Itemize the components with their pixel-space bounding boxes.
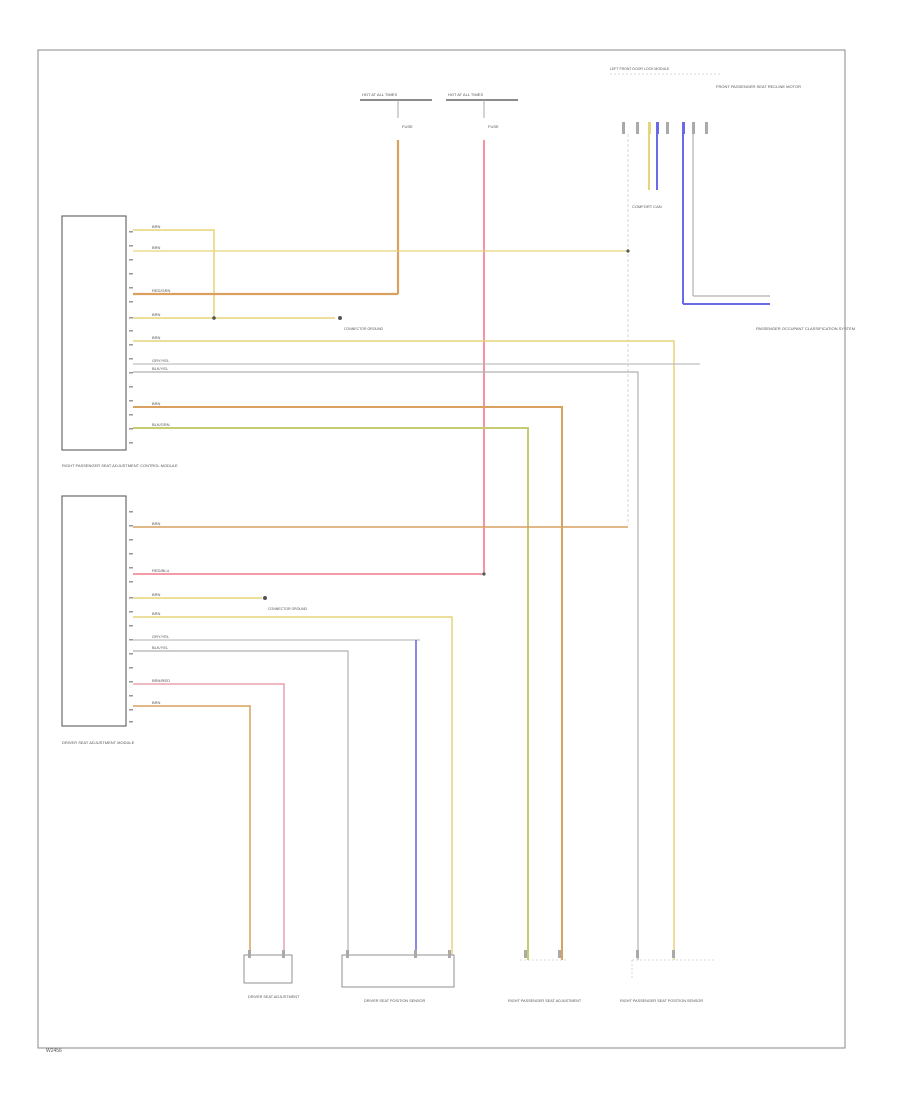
module-upper-label: RIGHT PASSENGER SEAT ADJUSTMENT CONTROL …: [62, 463, 178, 468]
wire-w2-label: BRN: [152, 245, 161, 250]
wire-w17: [133, 705, 251, 960]
fuse2-label: HOT AT ALL TIMES: [448, 92, 483, 97]
wire-w13: [133, 616, 453, 960]
right-mid-title: PASSENGER OCCUPANT CLASSIFICATION SYSTEM: [756, 326, 855, 331]
connector-label: COMFORT CAN: [632, 204, 662, 209]
wire-w6-label: GRY/YEL: [152, 358, 170, 363]
wire-w14-label: GRY/YEL: [152, 634, 170, 639]
module-lower-pins: [129, 511, 133, 723]
wire-w4-label: BRN: [152, 312, 161, 317]
wire-w5-label: BRN: [152, 335, 161, 340]
bottom-label-3: RIGHT PASSENGER SEAT ADJUSTMENT: [508, 999, 582, 1003]
wire-w10-label: BRN: [152, 521, 161, 526]
bottom-label-2: DRIVER SEAT POSITION SENSOR: [364, 999, 426, 1003]
wire-w1-label: BRN: [152, 224, 161, 229]
wire-w5: [133, 340, 675, 960]
ground-upper-label: CONNECTOR GROUND: [344, 327, 383, 331]
wire-w7: [133, 371, 639, 960]
wire-w7-label: BLK/YEL: [152, 366, 169, 371]
wire-w16-label: BRN/RED: [152, 678, 170, 683]
bottom-label-1: DRIVER SEAT ADJUSTMENT: [248, 995, 300, 999]
top-right-connectors: [622, 122, 708, 134]
wire-w17-label: BRN: [152, 700, 161, 705]
wire-w11-label: RED/BLU: [152, 568, 169, 573]
wire-w16: [133, 683, 285, 960]
diagram-frame: [37, 49, 846, 1049]
bottom-label-4: RIGHT PASSENGER SEAT POSITION SENSOR: [620, 999, 703, 1003]
bottom-component-1: [243, 950, 293, 984]
splice-dots: [212, 249, 630, 600]
wire-w9: [133, 427, 529, 960]
module-upper-pins: [129, 231, 133, 444]
wire-w8-label: BRN: [152, 401, 161, 406]
top-right-header: LEFT FRONT DOOR LOCK MODULE: [610, 67, 670, 71]
fuse1-name: FUSE: [402, 124, 413, 129]
fuse1-label: HOT AT ALL TIMES: [362, 92, 397, 97]
wire-w1: [133, 229, 215, 320]
fuse2-name: FUSE: [488, 124, 499, 129]
wire-w9-label: BLK/GRN: [152, 422, 170, 427]
page-code: W2456: [46, 1048, 62, 1054]
wire-w15-label: BLK/YEL: [152, 645, 169, 650]
wire-w8: [133, 406, 563, 960]
bottom-component-2: [341, 950, 455, 988]
wire-w12-label: BRN: [152, 592, 161, 597]
module-lower: [61, 495, 133, 727]
top-right-title: FRONT PASSENGER SEAT RECLINE MOTOR: [716, 84, 801, 89]
wire-w15: [133, 650, 349, 960]
bottom-component-3: [520, 950, 566, 961]
wire-w13-label: BRN: [152, 611, 161, 616]
module-upper: [61, 215, 133, 451]
ground-lower-label: CONNECTOR GROUND: [268, 607, 307, 611]
bottom-component-4: [631, 950, 716, 978]
wire-w3-label: RED/GRN: [152, 288, 171, 293]
module-lower-label: DRIVER SEAT ADJUSTMENT MODULE: [62, 740, 135, 745]
